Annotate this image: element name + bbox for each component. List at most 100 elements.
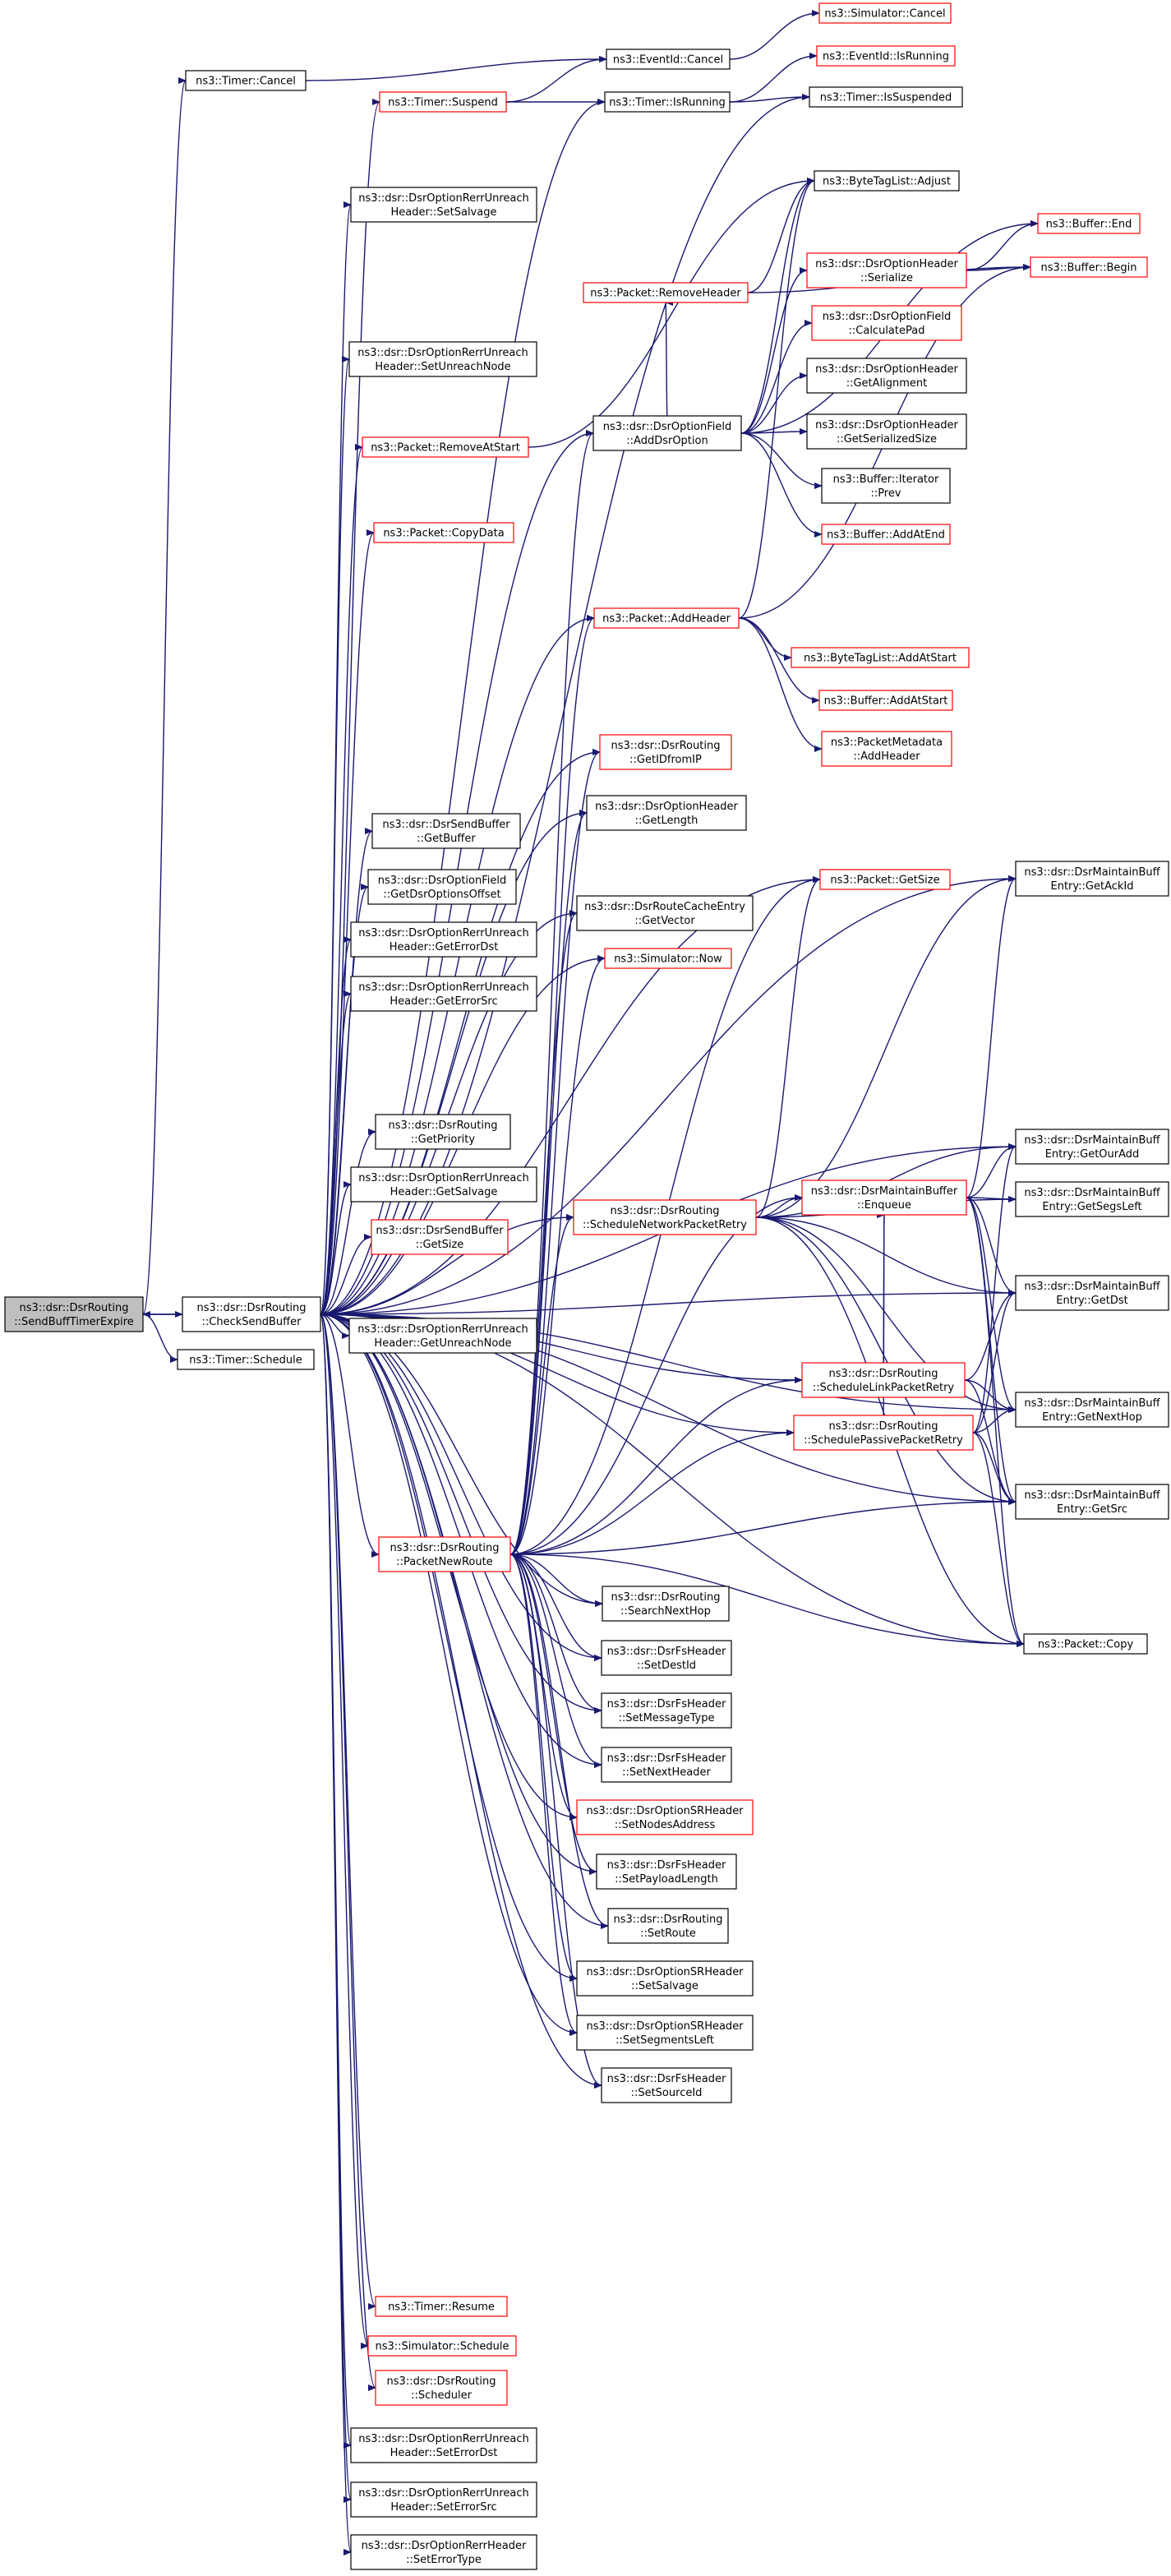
node-schedpassive[interactable]: ns3::dsr::DsrRouting::SchedulePassivePac… <box>793 1415 974 1451</box>
node-pkt-copy[interactable]: ns3::Packet::Copy <box>1023 1633 1148 1655</box>
node-getpriority[interactable]: ns3::dsr::DsrRouting::GetPriority <box>375 1114 511 1150</box>
node-timer-issuspended[interactable]: ns3::Timer::IsSuspended <box>809 86 963 108</box>
node-pkt-addheader[interactable]: ns3::Packet::AddHeader <box>593 607 740 629</box>
node-optfield-calcpad[interactable]: ns3::dsr::DsrOptionField::CalculatePad <box>811 305 962 341</box>
node-label: ::GetVector <box>634 915 695 927</box>
node-buffer-addatend[interactable]: ns3::Buffer::AddAtEnd <box>821 524 951 545</box>
node-opthdr-getserializedsize[interactable]: ns3::dsr::DsrOptionHeader::GetSerialized… <box>806 413 967 450</box>
node-buffer-addatstart[interactable]: ns3::Buffer::AddAtStart <box>818 690 953 711</box>
node-rerr-getunreachnode[interactable]: ns3::dsr::DsrOptionRerrUnreachHeader::Ge… <box>348 1318 537 1354</box>
node-label: ns3::dsr::DsrOptionHeader <box>595 801 738 813</box>
edge-schedpassive-to-mbe_getnexthop <box>972 1406 1017 1433</box>
edge-checksend-to-packetnewroute <box>320 1313 380 1558</box>
node-label: ns3::dsr::DsrRouting <box>611 1205 720 1217</box>
node-sr-setsalvage[interactable]: ns3::dsr::DsrOptionSRHeader::SetSalvage <box>576 1960 754 1997</box>
node-opthdr-serialize[interactable]: ns3::dsr::DsrOptionHeader::Serialize <box>806 252 967 289</box>
node-sr-setnodesaddress[interactable]: ns3::dsr::DsrOptionSRHeader::SetNodesAdd… <box>576 1799 754 1835</box>
node-eventid-isrunning[interactable]: ns3::EventId::IsRunning <box>816 45 956 67</box>
node-label: ::AddHeader <box>853 750 920 763</box>
node-pkt-removeatstart[interactable]: ns3::Packet::RemoveAtStart <box>362 436 529 458</box>
node-setroute[interactable]: ns3::dsr::DsrRouting::SetRoute <box>607 1908 729 1944</box>
node-bytetag-addatstart[interactable]: ns3::ByteTagList::AddAtStart <box>791 647 970 668</box>
node-buffer-begin[interactable]: ns3::Buffer::Begin <box>1030 256 1148 278</box>
node-box <box>375 2370 508 2406</box>
node-fs-setmessagetype[interactable]: ns3::dsr::DsrFsHeader::SetMessageType <box>601 1692 732 1729</box>
node-root[interactable]: ns3::dsr::DsrRouting::SendBuffTimerExpir… <box>4 1296 144 1332</box>
node-sim-now[interactable]: ns3::Simulator::Now <box>604 948 732 969</box>
node-box <box>1037 213 1141 234</box>
node-optfield-adddsroption[interactable]: ns3::dsr::DsrOptionField::AddDsrOption <box>592 415 742 451</box>
node-schedlink[interactable]: ns3::dsr::DsrRouting::ScheduleLinkPacket… <box>801 1362 966 1398</box>
node-sendbuffer-getsize[interactable]: ns3::dsr::DsrSendBuffer::GetSize <box>371 1219 509 1255</box>
node-box <box>348 341 537 377</box>
node-label: ns3::dsr::DsrOptionSRHeader <box>586 1966 744 1978</box>
node-label: ::SendBuffTimerExpire <box>14 1316 134 1328</box>
node-packetnewroute[interactable]: ns3::dsr::DsrRouting::PacketNewRoute <box>378 1536 511 1572</box>
node-rerr-setunreachnode[interactable]: ns3::dsr::DsrOptionRerrUnreachHeader::Se… <box>348 341 537 377</box>
node-sim-schedule[interactable]: ns3::Simulator::Schedule <box>367 2335 517 2357</box>
node-pkt-getsize[interactable]: ns3::Packet::GetSize <box>819 869 951 890</box>
node-checksend[interactable]: ns3::dsr::DsrRouting::CheckSendBuffer <box>182 1296 321 1332</box>
node-buffer-end[interactable]: ns3::Buffer::End <box>1037 213 1141 234</box>
node-pkt-copydata[interactable]: ns3::Packet::CopyData <box>373 522 514 543</box>
node-rerr-getsalvage[interactable]: ns3::dsr::DsrOptionRerrUnreachHeader::Ge… <box>350 1166 537 1203</box>
node-timer-schedule[interactable]: ns3::Timer::Schedule <box>177 1349 315 1370</box>
node-fs-setpayloadlength[interactable]: ns3::dsr::DsrFsHeader::SetPayloadLength <box>596 1854 737 1890</box>
node-bytetag-adjust[interactable]: ns3::ByteTagList::Adjust <box>814 170 960 192</box>
node-label: ns3::dsr::DsrRouting <box>829 1368 938 1380</box>
node-rerr-seterrorsrc[interactable]: ns3::dsr::DsrOptionRerrUnreachHeader::Se… <box>350 2481 537 2518</box>
node-box <box>1015 1484 1169 1520</box>
edge-packetnewroute-to-schedpassive <box>509 1429 795 1555</box>
node-label: ns3::dsr::DsrFsHeader <box>607 2073 726 2085</box>
node-label: ::SetRoute <box>640 1927 696 1940</box>
node-fs-setnextheader[interactable]: ns3::dsr::DsrFsHeader::SetNextHeader <box>601 1747 732 1783</box>
node-rerr-geterrorsrc[interactable]: ns3::dsr::DsrOptionRerrUnreachHeader::Ge… <box>350 976 537 1012</box>
node-scheduler[interactable]: ns3::dsr::DsrRouting::Scheduler <box>375 2370 508 2406</box>
node-label: ::GetLength <box>635 815 698 827</box>
node-rerrhdr-seterrortype[interactable]: ns3::dsr::DsrOptionRerrHeader::SetErrorT… <box>350 2534 537 2570</box>
node-mbe-getouradd[interactable]: ns3::dsr::DsrMaintainBuffEntry::GetOurAd… <box>1015 1129 1169 1165</box>
node-rerr-setsalvage[interactable]: ns3::dsr::DsrOptionRerrUnreachHeader::Se… <box>350 187 537 223</box>
node-schednetwork[interactable]: ns3::dsr::DsrRouting::ScheduleNetworkPac… <box>573 1199 757 1235</box>
node-pkt-removeheader[interactable]: ns3::Packet::RemoveHeader <box>583 282 749 303</box>
edge-schednetwork-to-mbe_getnexthop <box>755 1216 1017 1413</box>
node-sr-setsegmentsleft[interactable]: ns3::dsr::DsrOptionSRHeader::SetSegments… <box>576 2015 754 2051</box>
node-bufiter-prev[interactable]: ns3::Buffer::Iterator::Prev <box>821 468 951 504</box>
node-mb-enqueue[interactable]: ns3::dsr::DsrMaintainBuffer::Enqueue <box>801 1180 967 1216</box>
node-timer-cancel[interactable]: ns3::Timer::Cancel <box>185 70 307 91</box>
node-sendbuffer-getbuffer[interactable]: ns3::dsr::DsrSendBuffer::GetBuffer <box>371 813 521 849</box>
node-timer-resume[interactable]: ns3::Timer::Resume <box>375 2296 508 2317</box>
node-fs-setdestid[interactable]: ns3::dsr::DsrFsHeader::SetDestId <box>601 1640 732 1676</box>
edge-root-to-timer_schedule <box>142 1313 178 1363</box>
node-eventid-cancel[interactable]: ns3::EventId::Cancel <box>606 48 731 70</box>
node-fs-setsourceid[interactable]: ns3::dsr::DsrFsHeader::SetSourceId <box>601 2067 732 2103</box>
node-optfield-getoffset[interactable]: ns3::dsr::DsrOptionField::GetDsrOptionsO… <box>367 869 517 905</box>
node-box <box>378 1536 511 1572</box>
node-label: Entry::GetOurAdd <box>1045 1148 1140 1161</box>
node-mbe-getnexthop[interactable]: ns3::dsr::DsrMaintainBuffEntry::GetNextH… <box>1015 1392 1169 1428</box>
node-searchnexthop[interactable]: ns3::dsr::DsrRouting::SearchNextHop <box>602 1586 730 1622</box>
node-label: ns3::EventId::IsRunning <box>823 51 949 63</box>
node-sim-cancel[interactable]: ns3::Simulator::Cancel <box>818 2 952 24</box>
node-timer-suspend[interactable]: ns3::Timer::Suspend <box>379 91 507 113</box>
edge-optfield_adddsroption-to-optfield_calcpad <box>740 320 813 434</box>
node-label: ns3::dsr::DsrOptionSRHeader <box>586 1805 744 1817</box>
edge-checksend-to-optfield_getoffset <box>320 884 369 1315</box>
node-rerr-seterrordst[interactable]: ns3::dsr::DsrOptionRerrUnreachHeader::Se… <box>350 2427 537 2463</box>
edge-checksend-to-fs_setpayloadlength <box>320 1313 597 1875</box>
edge-checksend-to-rerr_getsalvage <box>320 1181 352 1315</box>
node-routecache-getvector[interactable]: ns3::dsr::DsrRouteCacheEntry::GetVector <box>576 895 754 931</box>
node-timer-isrunning[interactable]: ns3::Timer::IsRunning <box>604 91 731 113</box>
node-box <box>791 647 970 668</box>
node-box <box>576 895 754 931</box>
node-getidfromip[interactable]: ns3::dsr::DsrRouting::GetIDfromIP <box>599 734 732 770</box>
node-opthdr-getalignment[interactable]: ns3::dsr::DsrOptionHeader::GetAlignment <box>806 358 967 394</box>
node-mbe-getsegsleft[interactable]: ns3::dsr::DsrMaintainBuffEntry::GetSegsL… <box>1015 1181 1169 1217</box>
node-pktmeta-addheader[interactable]: ns3::PacketMetadata::AddHeader <box>821 731 952 767</box>
node-opthdr-getlength[interactable]: ns3::dsr::DsrOptionHeader::GetLength <box>586 795 747 831</box>
node-rerr-geterrordst[interactable]: ns3::dsr::DsrOptionRerrUnreachHeader::Ge… <box>350 921 537 958</box>
node-label: ::SetNodesAddress <box>615 1819 716 1831</box>
